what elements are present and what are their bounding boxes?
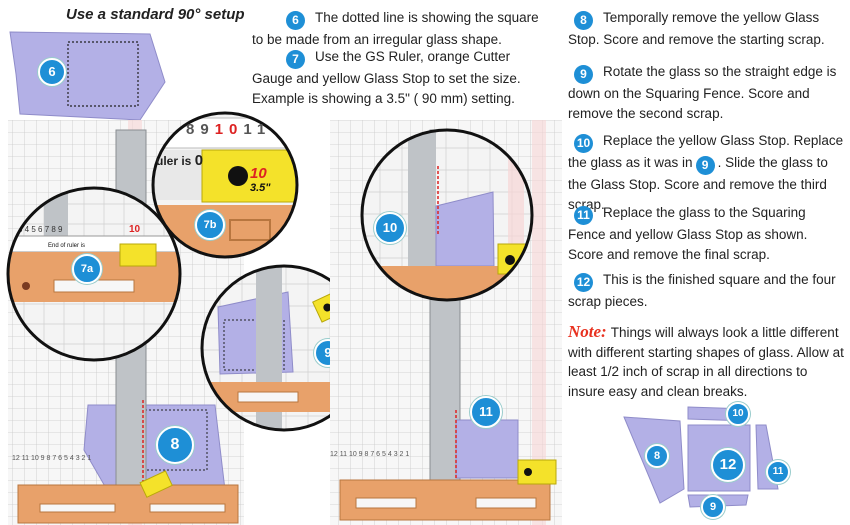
- ruler-is-label: uler is 0: [156, 152, 204, 169]
- final-badge-10: 10: [726, 402, 750, 426]
- final-badge-8: 8: [645, 444, 669, 468]
- irregular-glass: [9, 31, 166, 121]
- dotted-square: [67, 41, 139, 107]
- zoom-circle-7b: [151, 111, 299, 259]
- badge-10: 10: [374, 212, 406, 244]
- badge-11: 11: [470, 396, 502, 428]
- svg-text:End of ruler is: End of ruler is: [48, 243, 85, 249]
- svg-text:12 11 10 9 8 7 6 5 4 3 2 1: 12 11 10 9 8 7 6 5 4 3 2 1: [330, 451, 409, 458]
- page-title: Use a standard 90° setup: [66, 6, 245, 23]
- note-text: Note:Things will always look a little di…: [568, 322, 844, 399]
- badge-8: 8: [156, 426, 194, 464]
- svg-text:10: 10: [129, 224, 141, 235]
- svg-text:12 11 10 9 8 7 6 5 4 3 2 1: 12 11 10 9 8 7 6 5 4 3 2 1: [12, 455, 91, 462]
- zoom-circle-10: [360, 128, 534, 302]
- final-badge-9: 9: [701, 495, 725, 519]
- badge-6: 6: [38, 58, 66, 86]
- badge-7a: 7a: [72, 254, 102, 284]
- badge-7b: 7b: [195, 210, 225, 240]
- final-badge-11: 11: [766, 460, 790, 484]
- svg-text:3 4 5 6 7 8 9: 3 4 5 6 7 8 9: [18, 225, 63, 234]
- zoom-ticks: 891011: [186, 121, 272, 138]
- step6-illustration: [9, 31, 166, 121]
- glass-11: [455, 419, 519, 479]
- final-badge-12: 12: [711, 448, 745, 482]
